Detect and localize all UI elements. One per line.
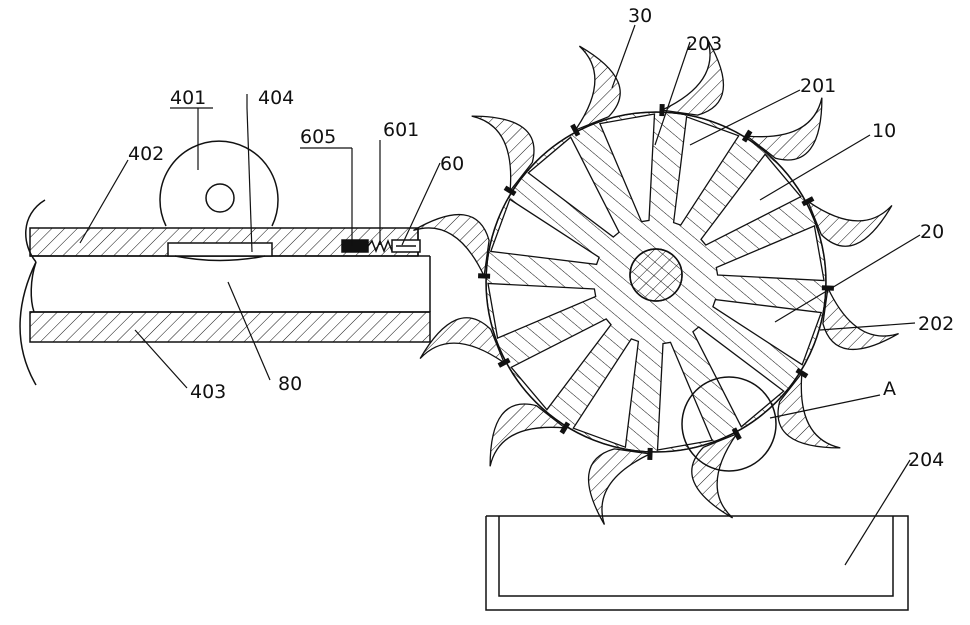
blade-7 bbox=[589, 449, 650, 525]
label-10: 10 bbox=[872, 120, 896, 142]
label-404: 404 bbox=[258, 87, 294, 109]
wheel-assembly bbox=[413, 39, 898, 524]
recess-404 bbox=[168, 243, 272, 256]
roller-hub bbox=[206, 184, 234, 212]
label-30: 30 bbox=[628, 5, 652, 27]
label-202: 202 bbox=[918, 313, 954, 335]
label-60: 60 bbox=[440, 153, 464, 175]
label-204: 204 bbox=[908, 449, 944, 471]
label-201: 201 bbox=[800, 75, 836, 97]
lower-wall-403 bbox=[30, 312, 430, 342]
pipe-assembly bbox=[20, 141, 430, 385]
label-401: 401 bbox=[170, 87, 206, 109]
label-605: 605 bbox=[300, 126, 336, 148]
label-402: 402 bbox=[128, 143, 164, 165]
label-203: 203 bbox=[686, 33, 722, 55]
label-20: 20 bbox=[920, 221, 944, 243]
label-403: 403 bbox=[190, 381, 226, 403]
blade-10 bbox=[413, 215, 489, 276]
spring-605 bbox=[342, 240, 368, 252]
label-80: 80 bbox=[278, 373, 302, 395]
label-601: 601 bbox=[383, 119, 419, 141]
blade-4 bbox=[823, 288, 899, 349]
tray-204 bbox=[486, 516, 908, 610]
label-a: A bbox=[883, 378, 896, 400]
